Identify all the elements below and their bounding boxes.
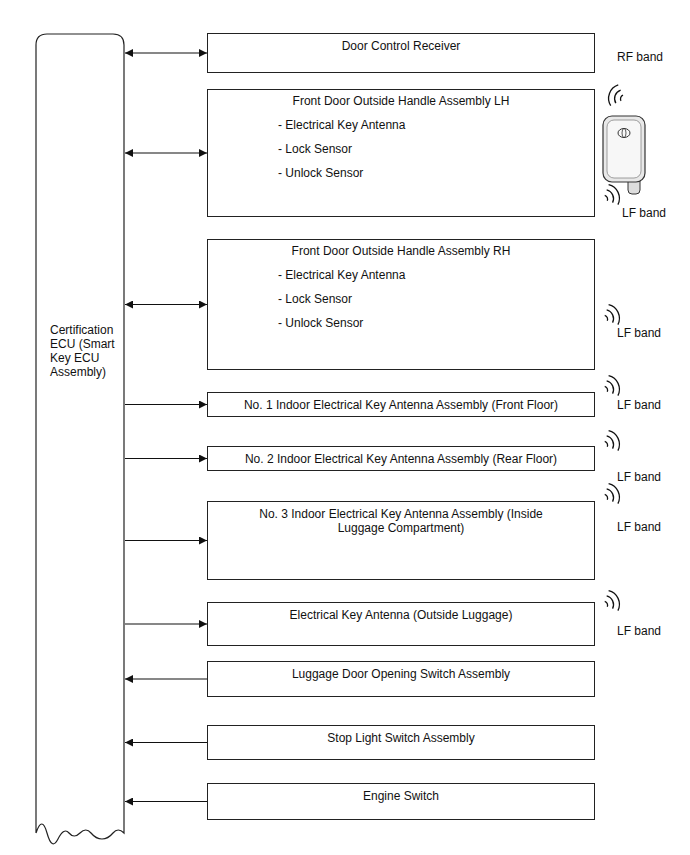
lf-wave-symbol (601, 373, 622, 399)
lf-band-label: LF band (617, 326, 661, 340)
signal-connector (125, 623, 207, 624)
lf-wave-symbol (601, 182, 622, 208)
box-title: Stop Light Switch Assembly (216, 731, 586, 745)
box-title: Engine Switch (216, 789, 586, 803)
feature-item: - Electrical Key Antenna (216, 118, 586, 132)
box-title: Certification ECU (Smart Key ECU Assembl… (50, 323, 120, 379)
signal-connector (125, 52, 207, 53)
box-title: Front Door Outside Handle Assembly RH (216, 244, 586, 258)
signal-connector (125, 458, 207, 459)
switch-box: Stop Light Switch Assembly (207, 725, 595, 760)
lf-wave-symbol (601, 428, 622, 454)
signal-connector (125, 152, 207, 153)
box-title: No. 3 Indoor Electrical Key Antenna Asse… (256, 507, 546, 535)
lf-wave-symbol (601, 481, 622, 507)
signal-connector (125, 742, 207, 743)
lf-band-label: LF band (617, 398, 661, 412)
antenna-box: No. 2 Indoor Electrical Key Antenna Asse… (207, 446, 595, 471)
antenna-box: No. 1 Indoor Electrical Key Antenna Asse… (207, 392, 595, 417)
feature-item: - Lock Sensor (216, 292, 586, 306)
signal-connector (125, 404, 207, 405)
signal-connector (125, 801, 207, 802)
signal-connector (125, 304, 207, 305)
ecu-block: Certification ECU (Smart Key ECU Assembl… (35, 33, 125, 845)
lf-wave-symbol (601, 588, 622, 614)
key-fob (603, 116, 645, 194)
lf-band-label: LF band (622, 206, 666, 220)
feature-item: - Lock Sensor (216, 142, 586, 156)
feature-item: - Electrical Key Antenna (216, 268, 586, 282)
box-title: Luggage Door Opening Switch Assembly (216, 667, 586, 681)
box-title: No. 2 Indoor Electrical Key Antenna Asse… (216, 452, 586, 466)
switch-box: Engine Switch (207, 783, 595, 820)
door-handle-box: Front Door Outside Handle Assembly LH - E… (207, 89, 595, 217)
receiver-box: Door Control Receiver (207, 33, 595, 73)
antenna-box: No. 3 Indoor Electrical Key Antenna Asse… (207, 501, 595, 580)
box-title: Front Door Outside Handle Assembly LH (216, 94, 586, 108)
lf-band-label: LF band (617, 520, 661, 534)
lf-band-label: LF band (617, 624, 661, 638)
feature-item: - Unlock Sensor (216, 166, 586, 180)
lf-wave-symbol (601, 302, 622, 328)
signal-connector (125, 540, 207, 541)
rf-wave-symbol (606, 83, 626, 108)
ecu-outline (35, 33, 125, 845)
door-handle-box: Front Door Outside Handle Assembly RH - E… (207, 239, 595, 370)
lf-band-label: LF band (617, 470, 661, 484)
box-title: Door Control Receiver (216, 39, 586, 53)
rf-band-label: RF band (617, 50, 663, 64)
signal-connector (125, 678, 207, 679)
box-title: Electrical Key Antenna (Outside Luggage) (216, 608, 586, 622)
switch-box: Luggage Door Opening Switch Assembly (207, 661, 595, 697)
box-title: No. 1 Indoor Electrical Key Antenna Asse… (216, 398, 586, 412)
antenna-box: Electrical Key Antenna (Outside Luggage) (207, 602, 595, 646)
feature-item: - Unlock Sensor (216, 316, 586, 330)
